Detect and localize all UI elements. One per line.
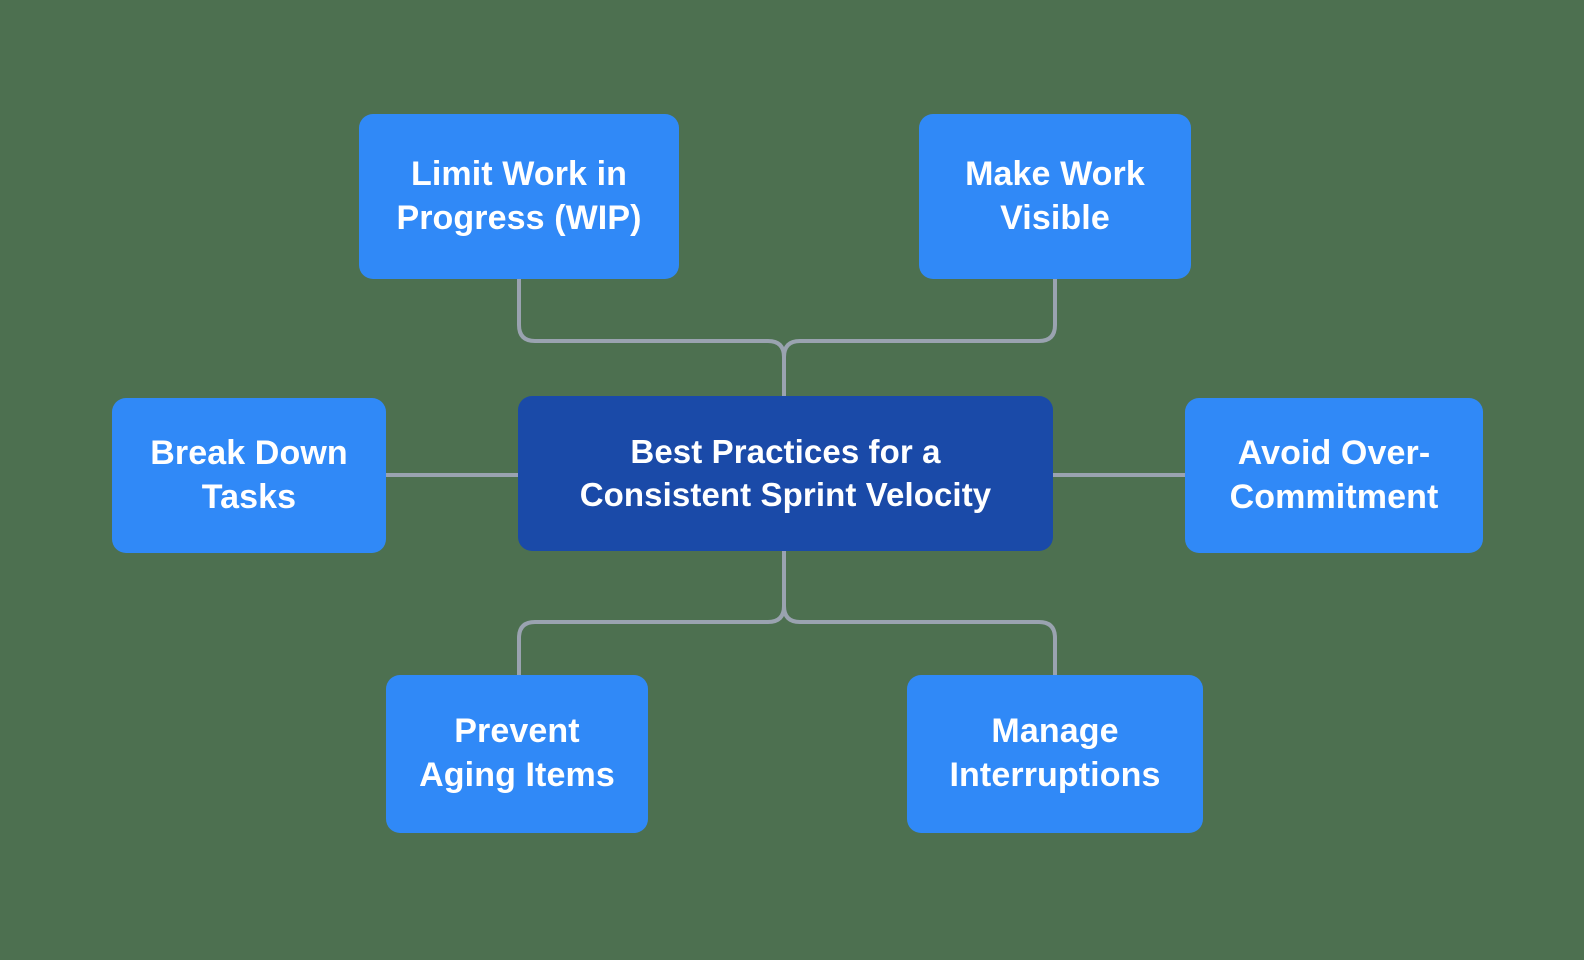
node-limit-work-in-progress[interactable]: Limit Work in Progress (WIP) bbox=[359, 114, 679, 279]
connector-prevent-aging-items bbox=[517, 551, 786, 675]
node-avoid-over-commitment[interactable]: Avoid Over- Commitment bbox=[1185, 398, 1483, 553]
node-break-down-tasks[interactable]: Break Down Tasks bbox=[112, 398, 386, 553]
node-manage-interruptions[interactable]: Manage Interruptions bbox=[907, 675, 1203, 833]
node-central-topic[interactable]: Best Practices for a Consistent Sprint V… bbox=[518, 396, 1053, 551]
connector-limit-wip bbox=[517, 279, 786, 396]
node-prevent-aging-items[interactable]: Prevent Aging Items bbox=[386, 675, 648, 833]
connector-make-visible bbox=[782, 279, 1057, 396]
node-make-work-visible[interactable]: Make Work Visible bbox=[919, 114, 1191, 279]
connector-manage-interruptions bbox=[782, 551, 1057, 675]
